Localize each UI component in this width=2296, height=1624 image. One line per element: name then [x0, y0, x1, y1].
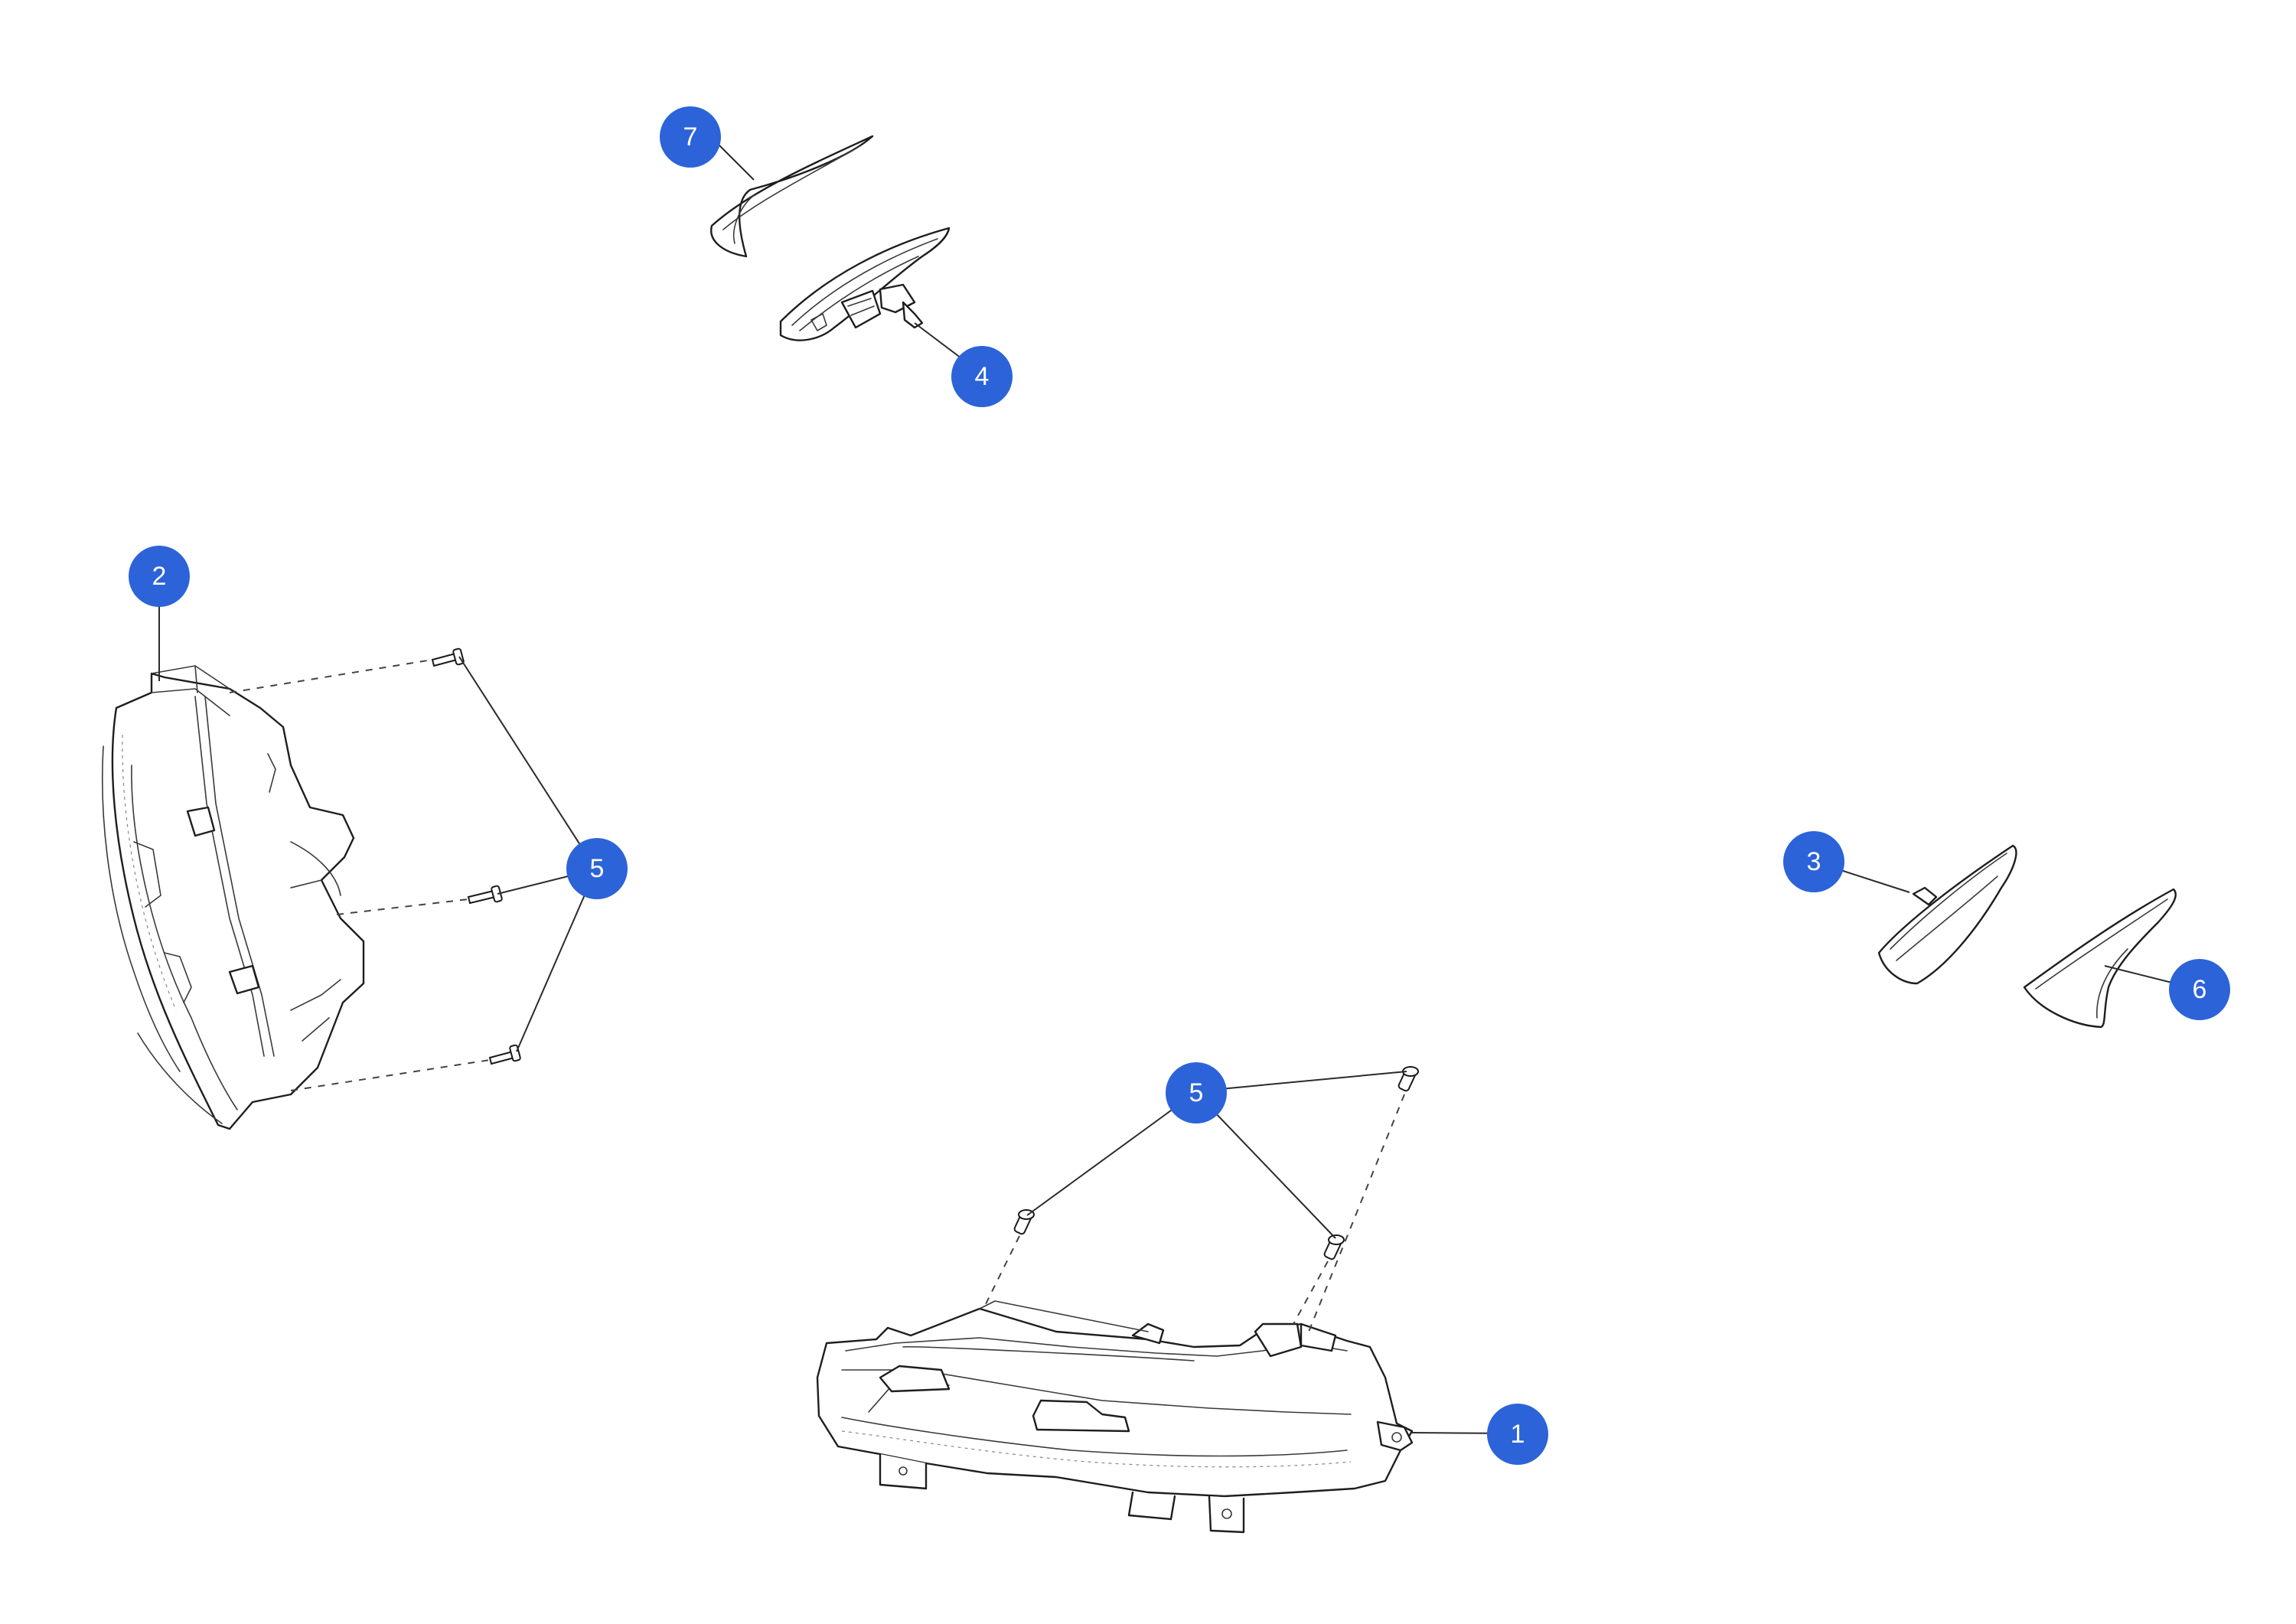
- callout-3: 3: [1783, 831, 1844, 892]
- part-7-cover-lens: [710, 135, 874, 258]
- alignment-line: [1293, 1260, 1329, 1325]
- callout-4-label: 4: [975, 362, 990, 391]
- callout-5-bottom: 5: [1166, 1062, 1227, 1123]
- part-1-front-lamp: [816, 1300, 1414, 1534]
- callout-6-label: 6: [2193, 975, 2207, 1004]
- part-4-side-repeater-lamp: [779, 227, 951, 341]
- screw: [488, 1044, 521, 1065]
- alignment-line: [983, 1235, 1020, 1309]
- callout-1-label: 1: [1511, 1420, 1525, 1449]
- alignment-line: [1308, 1094, 1405, 1332]
- screw: [1397, 1066, 1419, 1092]
- part-3-side-marker: [1877, 844, 2017, 985]
- callout-5-bottom-label: 5: [1189, 1078, 1204, 1107]
- screws-part-1: [1013, 1066, 1419, 1260]
- screws-part-2: [431, 647, 521, 1065]
- callout-1: 1: [1487, 1404, 1548, 1465]
- screw: [467, 885, 503, 905]
- callout-5-left-label: 5: [590, 854, 605, 883]
- alignment-line: [290, 1059, 491, 1091]
- callout-3-label: 3: [1807, 847, 1821, 876]
- callout-6: 6: [2169, 959, 2230, 1020]
- callout-7: 7: [660, 106, 721, 168]
- leader-lines: [158, 145, 2197, 1434]
- callout-7-label: 7: [683, 122, 698, 152]
- part-6-marker-cover: [2023, 888, 2177, 1029]
- callout-5-left: 5: [566, 838, 628, 899]
- callout-4: 4: [951, 346, 1013, 407]
- alignment-line: [229, 659, 433, 693]
- part-2-lamp-housing: [101, 665, 365, 1130]
- alignment-line: [336, 898, 469, 915]
- callout-2-label: 2: [152, 562, 167, 591]
- callout-2: 2: [129, 546, 190, 607]
- screw: [1323, 1234, 1345, 1260]
